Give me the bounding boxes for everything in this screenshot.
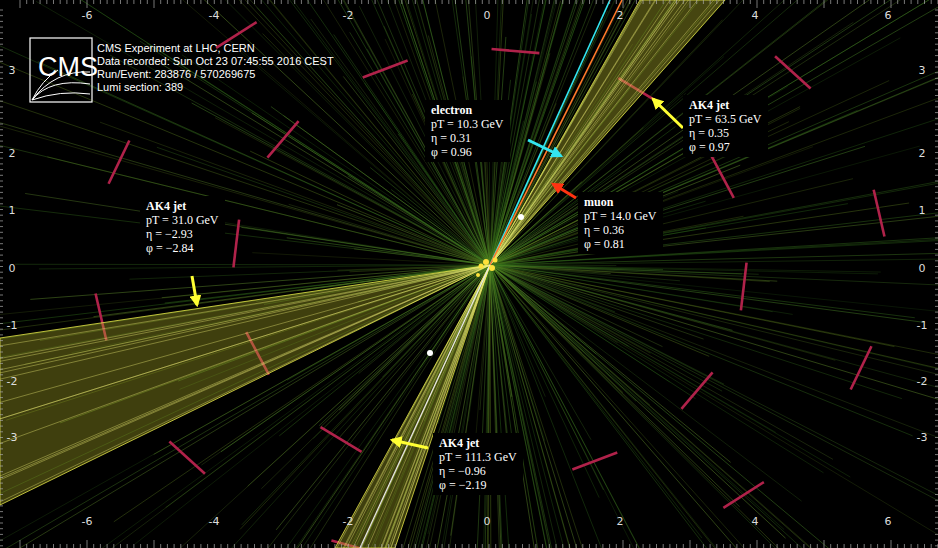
axis-number: -2 <box>343 9 354 22</box>
callout-arrow <box>653 99 683 128</box>
particle-name: AK4 jet <box>146 199 219 213</box>
particle-value: pT = 63.5 GeV <box>689 112 762 126</box>
axis-number: 1 <box>9 204 16 217</box>
particle-name: electron <box>431 103 504 117</box>
event-info: Data recorded: Sun Oct 23 07:45:55 2016 … <box>97 55 334 68</box>
axis-number: 1 <box>919 204 926 217</box>
logo-text: CMS <box>38 52 98 83</box>
axis-number: -4 <box>209 9 220 22</box>
axis-number: 3 <box>9 64 16 77</box>
event-info: Run/Event: 283876 / 570269675 <box>97 68 255 81</box>
axis-number: 6 <box>885 515 892 528</box>
axis-number: 2 <box>9 147 16 160</box>
vertex-dot <box>518 214 524 220</box>
particle-name: AK4 jet <box>439 436 517 450</box>
axis-number: -1 <box>7 319 18 332</box>
axis-number: 0 <box>919 262 926 275</box>
axis-number: -3 <box>917 431 928 444</box>
callout-box: AK4 jetpT = 31.0 GeVη = −2.93φ = −2.84 <box>140 196 225 258</box>
particle-value: pT = 10.3 GeV <box>431 117 504 131</box>
axis-number: -4 <box>209 515 220 528</box>
axis-number: 0 <box>484 515 491 528</box>
particle-value: φ = −2.19 <box>439 478 517 492</box>
particle-value: pT = 31.0 GeV <box>146 213 219 227</box>
particle-value: η = 0.36 <box>584 223 657 237</box>
axis-number: -2 <box>343 515 354 528</box>
axis-number: -1 <box>917 319 928 332</box>
particle-name: AK4 jet <box>689 98 762 112</box>
vertex-cluster <box>476 258 498 278</box>
event-info: CMS Experiment at LHC, CERN <box>97 42 255 55</box>
axis-number: 6 <box>885 9 892 22</box>
particle-value: φ = 0.96 <box>431 145 504 159</box>
axis-number: 0 <box>9 262 16 275</box>
particle-value: η = −0.96 <box>439 464 517 478</box>
muon-chambers <box>96 0 885 548</box>
axis-number: -2 <box>917 375 928 388</box>
particle-value: φ = −2.84 <box>146 241 219 255</box>
axis-number: -3 <box>7 431 18 444</box>
axis-number: -2 <box>7 375 18 388</box>
axis-number: -6 <box>82 515 93 528</box>
axis-number: 2 <box>919 147 926 160</box>
callout-box: AK4 jetpT = 63.5 GeVη = 0.35φ = 0.97 <box>683 95 768 157</box>
callout-arrow <box>192 276 197 305</box>
axis-number: 2 <box>617 9 624 22</box>
particle-value: η = 0.31 <box>431 131 504 145</box>
particle-value: φ = 0.81 <box>584 237 657 251</box>
particle-name: muon <box>584 195 657 209</box>
axis-number: 0 <box>484 9 491 22</box>
callout-arrow <box>528 140 561 156</box>
particle-value: φ = 0.97 <box>689 140 762 154</box>
callout-arrow <box>553 184 576 198</box>
axis-number: -6 <box>82 9 93 22</box>
axis-number: 4 <box>752 9 759 22</box>
axis-number: 2 <box>617 515 624 528</box>
jet-tracks <box>0 0 719 548</box>
jet-cone <box>335 265 490 548</box>
vertex-dot <box>427 350 433 356</box>
event-info: Lumi section: 389 <box>97 81 183 94</box>
callout-arrow <box>392 440 428 448</box>
axis-number: 4 <box>752 515 759 528</box>
particle-value: pT = 111.3 GeV <box>439 450 517 464</box>
particle-value: η = 0.35 <box>689 126 762 140</box>
track <box>360 265 490 548</box>
particle-value: pT = 14.0 GeV <box>584 209 657 223</box>
callout-box: AK4 jetpT = 111.3 GeVη = −0.96φ = −2.19 <box>433 433 523 495</box>
callout-box: muonpT = 14.0 GeVη = 0.36φ = 0.81 <box>578 192 663 254</box>
particle-value: η = −2.93 <box>146 227 219 241</box>
axis-number: 3 <box>919 64 926 77</box>
callout-box: electronpT = 10.3 GeVη = 0.31φ = 0.96 <box>425 100 510 162</box>
